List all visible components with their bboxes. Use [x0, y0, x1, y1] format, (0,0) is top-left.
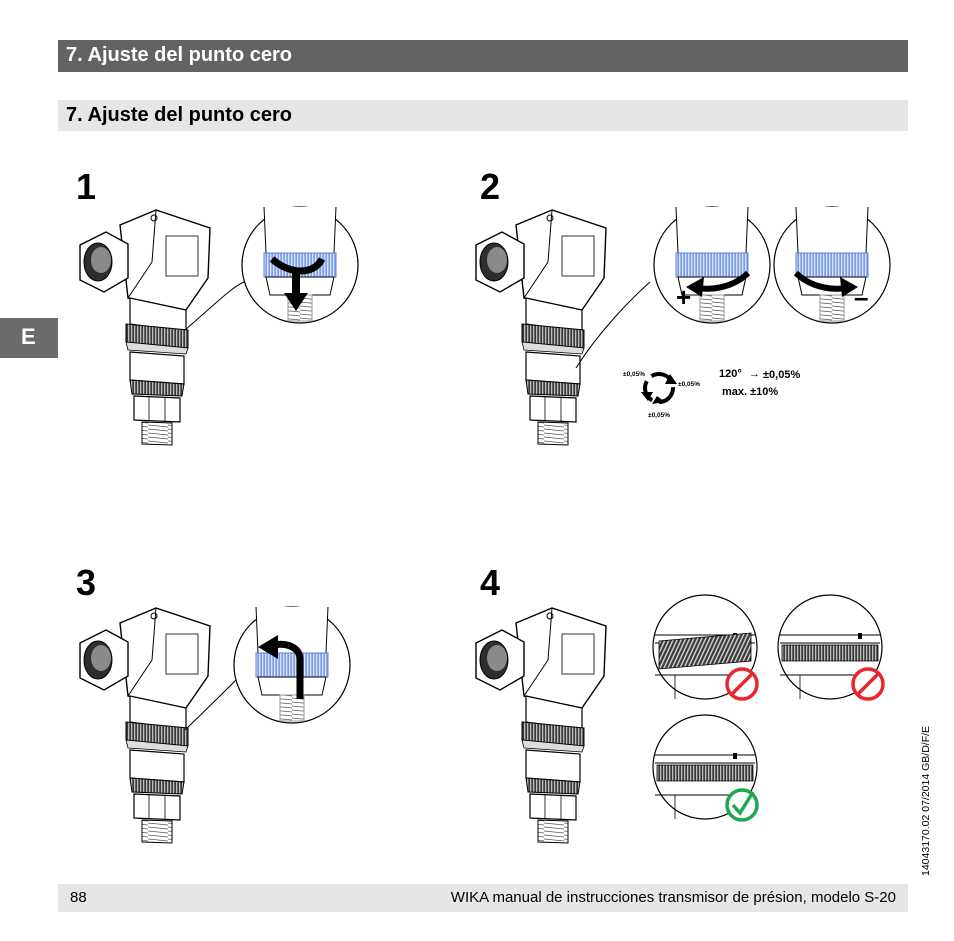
rotation-cycle-icon [641, 372, 677, 404]
language-tab: E [0, 318, 58, 358]
rotation-angle: 120° [719, 368, 742, 380]
page-footer: 88 WIKA manual de instrucciones transmis… [58, 884, 908, 912]
language-tab-label: E [21, 324, 36, 349]
rotation-tol-left: ±0,05% [623, 371, 645, 378]
minus-sign: – [854, 282, 868, 312]
rotation-arrow: → [749, 368, 760, 380]
step-number-4: 4 [480, 562, 501, 603]
page-number: 88 [70, 889, 87, 906]
plus-sign: + [676, 282, 691, 312]
top-section-title: 7. Ajuste del punto cero [66, 44, 292, 66]
max-adjust: max. ±10% [722, 386, 778, 398]
rotation-tol-bottom: ±0,05% [648, 412, 670, 419]
step-number-3: 3 [76, 562, 97, 603]
step-number-2: 2 [480, 166, 501, 207]
document-code: 14043170.02 07/2014 GB/D/F/E [920, 725, 932, 876]
section-title: 7. Ajuste del punto cero [66, 104, 292, 126]
rotation-value: ±0,05% [763, 369, 800, 381]
prohibited-icon [725, 667, 759, 701]
check-icon [725, 788, 759, 822]
step-number-1: 1 [76, 166, 97, 207]
manual-title: WIKA manual de instrucciones transmisor … [450, 889, 896, 906]
prohibited-icon [851, 667, 885, 701]
rotation-tol-right: ±0,05% [678, 381, 700, 388]
top-section-header: 7. Ajuste del punto cero [58, 40, 908, 72]
section-header: 7. Ajuste del punto cero [58, 100, 908, 131]
